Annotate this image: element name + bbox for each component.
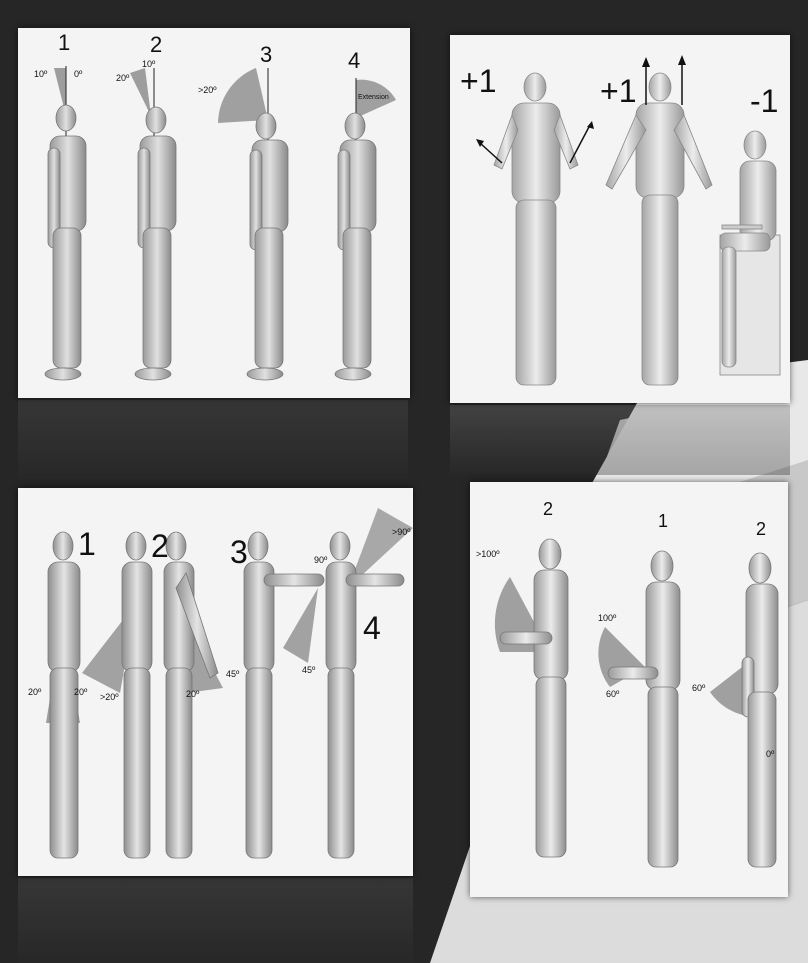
- neck-number-2: 2: [150, 34, 162, 56]
- neck-number-4: 4: [348, 50, 360, 72]
- upper-arm-posture-panel: 1 2 3 4 20º 20º >20º 20º 45º 90º 45º >90…: [18, 488, 413, 876]
- trunk-score-1: +1: [460, 65, 496, 97]
- seated-figure: [720, 131, 780, 375]
- neck-number-3: 3: [260, 44, 272, 66]
- standing-figure-3: [247, 113, 288, 380]
- trunk-score-2: +1: [600, 75, 636, 107]
- figure-shoulders-raised: [606, 73, 712, 385]
- lower-arm-posture-panel: 2 1 2 >100º 100º 60º 60º 0º: [470, 482, 788, 897]
- neck-number-1: 1: [58, 32, 70, 54]
- upper-arm-angle-2-45: 45º: [226, 670, 239, 679]
- upper-arm-angle-1-right: 20º: [74, 688, 87, 697]
- upper-arm-angle-3-90: 90º: [314, 556, 327, 565]
- lower-arm-figures: [470, 482, 788, 897]
- neck-angle-4-extension: Extension: [358, 94, 389, 101]
- neck-angle-2-right: 10º: [142, 60, 155, 69]
- lower-arm-number-middle: 1: [658, 512, 668, 530]
- figure-arms-abducted: [494, 73, 578, 385]
- forearm-figure-2: [608, 551, 680, 867]
- lower-arm-angle-0: 0º: [766, 750, 774, 759]
- lower-arm-number-right: 2: [756, 520, 766, 538]
- upper-arm-angle-1-left: 20º: [28, 688, 41, 697]
- neck-angle-1-left: 10º: [34, 70, 47, 79]
- upper-arm-angle-2-back: >20º: [100, 693, 119, 702]
- neck-panel-reflection: [18, 400, 408, 480]
- trunk-panel-reflection: [450, 405, 790, 475]
- standing-figure-2: [135, 107, 176, 380]
- neck-angle-3: >20º: [198, 86, 217, 95]
- lower-arm-angle-over-100: >100º: [476, 550, 500, 559]
- upper-arm-number-1: 1: [78, 528, 96, 560]
- arm-figure-4: [326, 532, 404, 858]
- neck-angle-1-right: 0º: [74, 70, 82, 79]
- trunk-posture-panel: +1 +1 -1: [450, 35, 790, 403]
- standing-figure-1: [45, 105, 86, 380]
- upper-arm-panel-reflection: [18, 878, 413, 963]
- standing-figure-4: [335, 113, 376, 380]
- lower-arm-angle-100: 100º: [598, 614, 616, 623]
- lower-arm-number-left: 2: [543, 500, 553, 518]
- upper-arm-number-2: 2: [151, 530, 169, 562]
- lower-arm-angle-60-right: 60º: [692, 684, 705, 693]
- upper-arm-number-4: 4: [363, 612, 381, 644]
- upper-arm-number-3: 3: [230, 536, 248, 568]
- trunk-score-3: -1: [750, 85, 778, 117]
- arm-figure-2a: [122, 532, 152, 858]
- forearm-figure-3: [742, 553, 778, 867]
- neck-angle-2-left: 20º: [116, 74, 129, 83]
- arm-wedge-3: [283, 588, 318, 663]
- upper-arm-angle-3-45: 45º: [302, 666, 315, 675]
- neck-figures: [18, 28, 410, 398]
- arm-figure-3: [244, 532, 324, 858]
- upper-arm-angle-2-front: 20º: [186, 690, 199, 699]
- lower-arm-angle-60-mid: 60º: [606, 690, 619, 699]
- upper-arm-angle-4-90: >90º: [392, 528, 411, 537]
- neck-flexion-wedge-2: [130, 68, 151, 116]
- neck-posture-panel: 1 2 3 4 10º 0º 20º 10º >20º Extension: [18, 28, 410, 398]
